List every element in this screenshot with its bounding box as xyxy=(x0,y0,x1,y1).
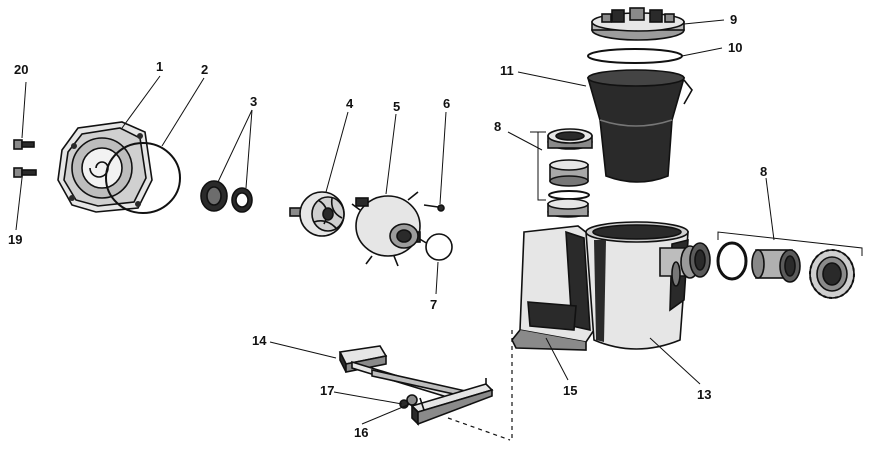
o-ring-2 xyxy=(105,142,181,214)
strainer-basket xyxy=(586,69,693,183)
callout-10: 10 xyxy=(728,40,742,55)
pump-base xyxy=(338,345,494,426)
callout-8-right: 8 xyxy=(760,164,767,179)
seal-plate xyxy=(57,121,153,213)
callout-4: 4 xyxy=(346,96,354,111)
callout-9: 9 xyxy=(730,12,737,27)
union-set-left xyxy=(547,128,593,200)
pump-housing xyxy=(511,198,711,351)
mounting-guide xyxy=(447,330,513,441)
callout-labels: 1 2 3 4 5 6 7 8 8 9 10 11 13 14 15 16 17… xyxy=(8,12,767,440)
callout-20: 20 xyxy=(14,62,28,77)
callout-16: 16 xyxy=(354,425,368,440)
ball-7 xyxy=(425,233,453,261)
callout-14: 14 xyxy=(252,333,267,348)
seal-set xyxy=(200,180,253,213)
callout-3: 3 xyxy=(250,94,257,109)
strainer-lid xyxy=(591,7,685,41)
callout-7: 7 xyxy=(430,297,437,312)
callout-17: 17 xyxy=(320,383,334,398)
lid-o-ring xyxy=(587,48,683,64)
callout-6: 6 xyxy=(443,96,450,111)
diffuser-screw xyxy=(423,204,445,212)
callout-19: 19 xyxy=(8,232,22,247)
leader-lines xyxy=(15,19,863,425)
impeller xyxy=(289,191,345,237)
callout-11: 11 xyxy=(500,63,514,78)
callout-1: 1 xyxy=(156,59,163,74)
screw-19 xyxy=(13,167,37,178)
screw-20 xyxy=(13,139,35,150)
union-set-right xyxy=(716,241,855,299)
callout-13: 13 xyxy=(697,387,711,402)
callout-5: 5 xyxy=(393,99,400,114)
callout-8-left: 8 xyxy=(494,119,501,134)
callout-2: 2 xyxy=(201,62,208,77)
callout-15: 15 xyxy=(563,383,577,398)
diffuser xyxy=(351,191,429,267)
